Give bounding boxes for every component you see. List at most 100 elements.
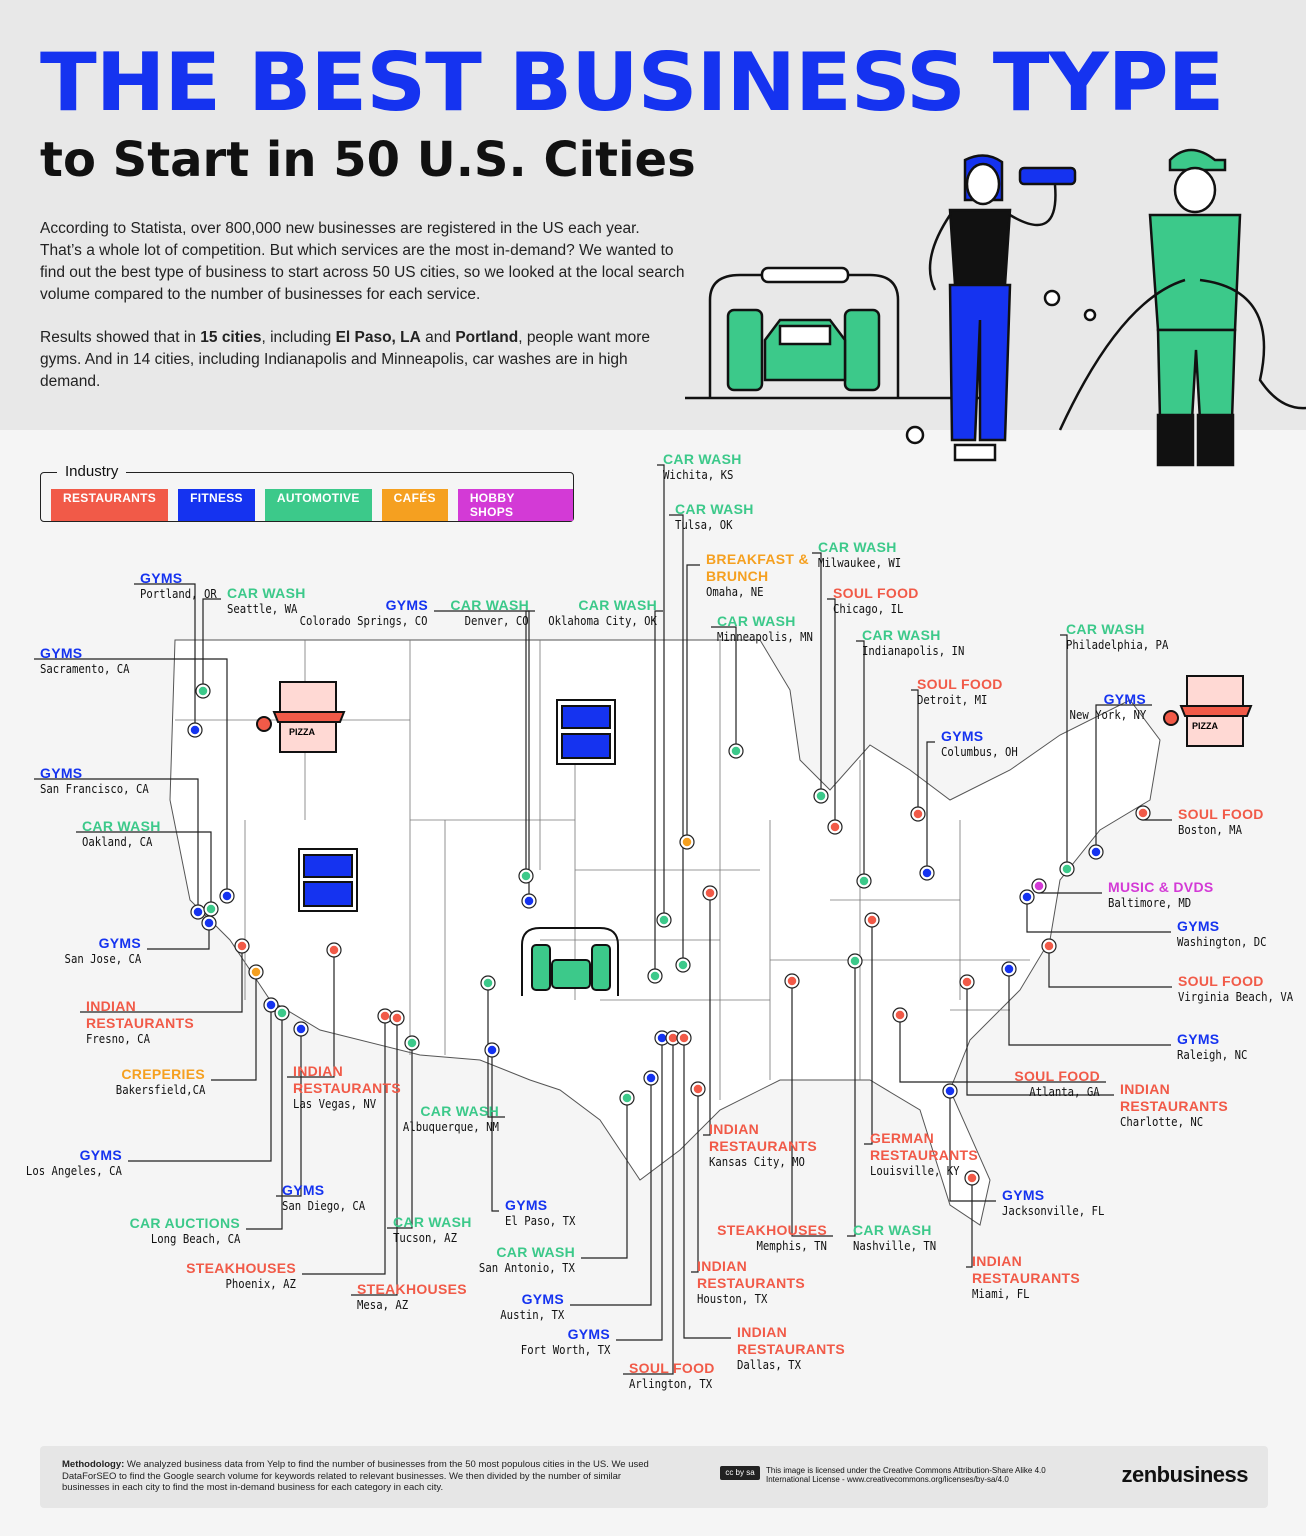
leader-line	[302, 1016, 386, 1275]
leader-line	[691, 1089, 699, 1273]
leader-line	[1095, 704, 1152, 852]
city-marker[interactable]	[657, 913, 671, 927]
city-marker-ring	[892, 1007, 908, 1023]
city-marker-ring	[702, 885, 718, 901]
city-marker[interactable]	[785, 974, 799, 988]
city-marker[interactable]	[1136, 806, 1150, 820]
city-marker-ring	[813, 788, 829, 804]
city-marker[interactable]	[920, 866, 934, 880]
city-marker-ring	[195, 683, 211, 699]
city-marker[interactable]	[848, 954, 862, 968]
leader-line	[387, 1043, 413, 1229]
city-marker[interactable]	[378, 1009, 392, 1023]
city-marker[interactable]	[680, 835, 694, 849]
city-marker[interactable]	[519, 869, 533, 883]
city-marker[interactable]	[965, 1171, 979, 1185]
city-marker[interactable]	[405, 1036, 419, 1050]
city-name: Kansas City, MO	[709, 1154, 805, 1169]
city-name: Indianapolis, IN	[862, 643, 965, 658]
city-name: Louisville, KY	[870, 1163, 960, 1178]
city-marker[interactable]	[644, 1071, 658, 1085]
city-marker[interactable]	[196, 684, 210, 698]
city-marker[interactable]	[677, 1031, 691, 1045]
city-marker[interactable]	[390, 1011, 404, 1025]
city-marker[interactable]	[481, 976, 495, 990]
leader-line	[926, 741, 935, 873]
city-marker-ring	[942, 1083, 958, 1099]
city-name: Fresno, CA	[86, 1031, 150, 1046]
business-type: INDIAN RESTAURANTS	[709, 1121, 818, 1154]
city-marker[interactable]	[522, 894, 536, 908]
city-marker[interactable]	[204, 902, 218, 916]
city-marker[interactable]	[943, 1084, 957, 1098]
city-marker[interactable]	[814, 789, 828, 803]
city-marker[interactable]	[220, 889, 234, 903]
city-marker[interactable]	[1032, 879, 1046, 893]
city-marker-ring	[1059, 861, 1075, 877]
city-marker[interactable]	[275, 1006, 289, 1020]
city-marker[interactable]	[264, 998, 278, 1012]
city-marker[interactable]	[1089, 845, 1103, 859]
city-marker[interactable]	[911, 807, 925, 821]
city-marker-ring	[1019, 889, 1035, 905]
pizza-sign: PIZZA	[289, 727, 315, 737]
city-marker[interactable]	[893, 1008, 907, 1022]
city-marker[interactable]	[865, 913, 879, 927]
city-marker[interactable]	[249, 965, 263, 979]
city-marker[interactable]	[294, 1022, 308, 1036]
city-name: Chicago, IL	[833, 601, 904, 616]
city-marker-ring	[656, 912, 672, 928]
city-marker[interactable]	[202, 916, 216, 930]
city-marker[interactable]	[1042, 939, 1056, 953]
business-type: GYMS	[40, 645, 83, 661]
city-marker[interactable]	[327, 943, 341, 957]
city-marker[interactable]	[691, 1082, 705, 1096]
header-section	[0, 0, 1306, 430]
city-marker[interactable]	[960, 975, 974, 989]
intro-paragraph-2: Results showed that in 15 cities, includ…	[40, 329, 651, 390]
business-type: GYMS	[40, 765, 83, 781]
city-name: Tucson, AZ	[393, 1230, 457, 1245]
business-type: CAR AUCTIONS	[129, 1215, 240, 1231]
business-type: CAR WASH	[853, 1222, 932, 1238]
city-name: Arlington, TX	[629, 1376, 713, 1391]
city-marker-ring	[910, 806, 926, 822]
city-name: Denver, CO	[465, 613, 529, 628]
city-marker[interactable]	[648, 969, 662, 983]
city-marker[interactable]	[676, 958, 690, 972]
business-type: GYMS	[505, 1197, 548, 1213]
leader-line	[911, 689, 919, 814]
city-marker[interactable]	[828, 820, 842, 834]
city-marker[interactable]	[485, 1043, 499, 1057]
city-marker[interactable]	[620, 1091, 634, 1105]
business-type: CAR WASH	[420, 1103, 499, 1119]
city-marker[interactable]	[729, 744, 743, 758]
city-marker[interactable]	[188, 723, 202, 737]
city-marker[interactable]	[703, 886, 717, 900]
city-marker[interactable]	[1060, 862, 1074, 876]
business-type: CAR WASH	[663, 451, 742, 467]
city-marker[interactable]	[1020, 890, 1034, 904]
city-marker-ring	[201, 915, 217, 931]
city-marker[interactable]	[1002, 962, 1016, 976]
city-marker-ring	[234, 938, 250, 954]
city-name: Detroit, MI	[917, 692, 988, 707]
city-marker-ring	[1001, 961, 1017, 977]
city-marker[interactable]	[857, 874, 871, 888]
city-marker-ring	[959, 974, 975, 990]
city-marker[interactable]	[235, 939, 249, 953]
city-marker-ring	[518, 868, 534, 884]
city-marker[interactable]	[191, 905, 205, 919]
methodology-text: Methodology: We analyzed business data f…	[62, 1459, 649, 1493]
business-type: CAR WASH	[450, 597, 529, 613]
